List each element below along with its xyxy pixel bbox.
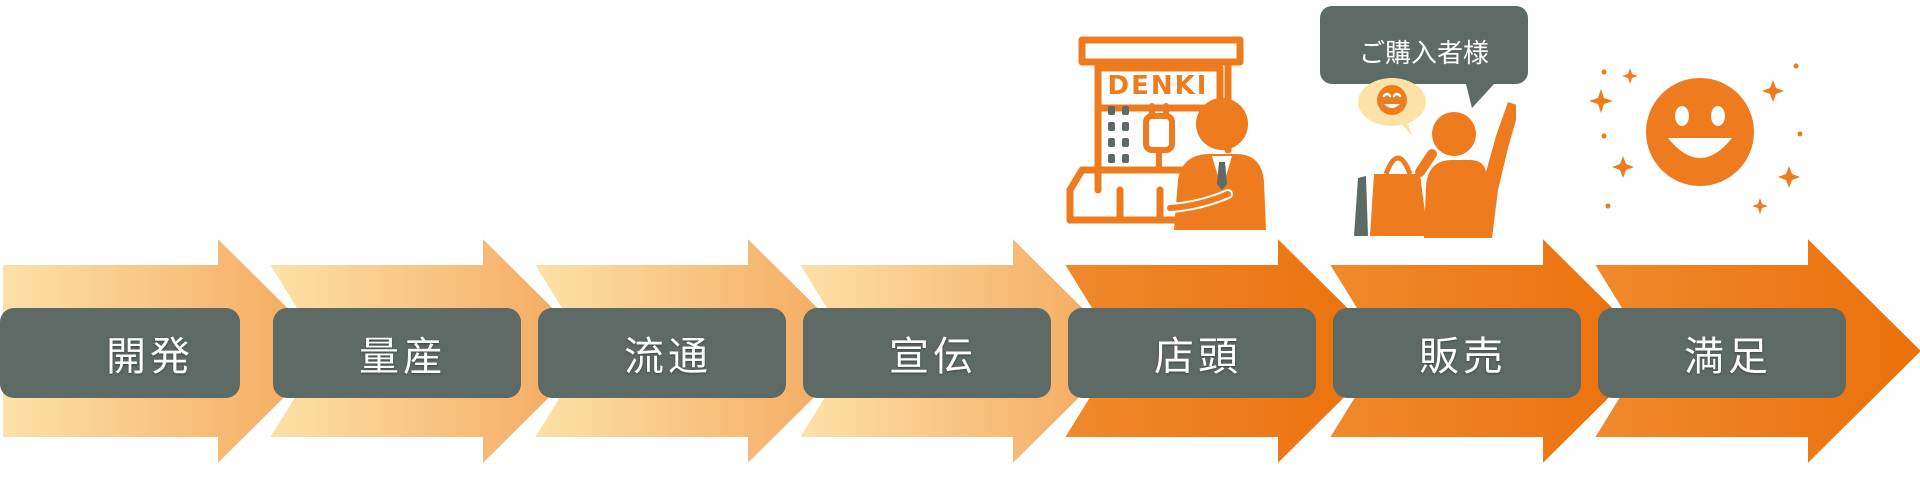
step-label-box-2 (273, 308, 521, 398)
speech-bubble-text: ご購入者様 (1358, 38, 1489, 69)
customer-shopping-icon (1354, 78, 1516, 238)
step-label-4: 宣伝 (889, 334, 977, 380)
step-label-6: 販売 (1419, 334, 1507, 380)
step-label-box-3 (538, 308, 786, 398)
step-label-7: 満足 (1684, 334, 1772, 380)
speech-bubble (1320, 6, 1528, 108)
step-label-box-5 (1068, 308, 1316, 398)
step-label-box-4 (803, 308, 1051, 398)
step-label-box-1 (0, 308, 240, 398)
step-label-1: 開発 (106, 334, 194, 380)
step-label-2: 量産 (359, 334, 447, 380)
store-sign-text: DENKI (1107, 71, 1209, 101)
step-label-3: 流通 (624, 334, 712, 380)
smiley-face-icon (1590, 63, 1803, 214)
step-label-5: 店頭 (1154, 334, 1242, 380)
step-label-box-7 (1598, 308, 1846, 398)
electronics-store-clerk-icon (1066, 36, 1266, 230)
step-label-box-6 (1333, 308, 1581, 398)
